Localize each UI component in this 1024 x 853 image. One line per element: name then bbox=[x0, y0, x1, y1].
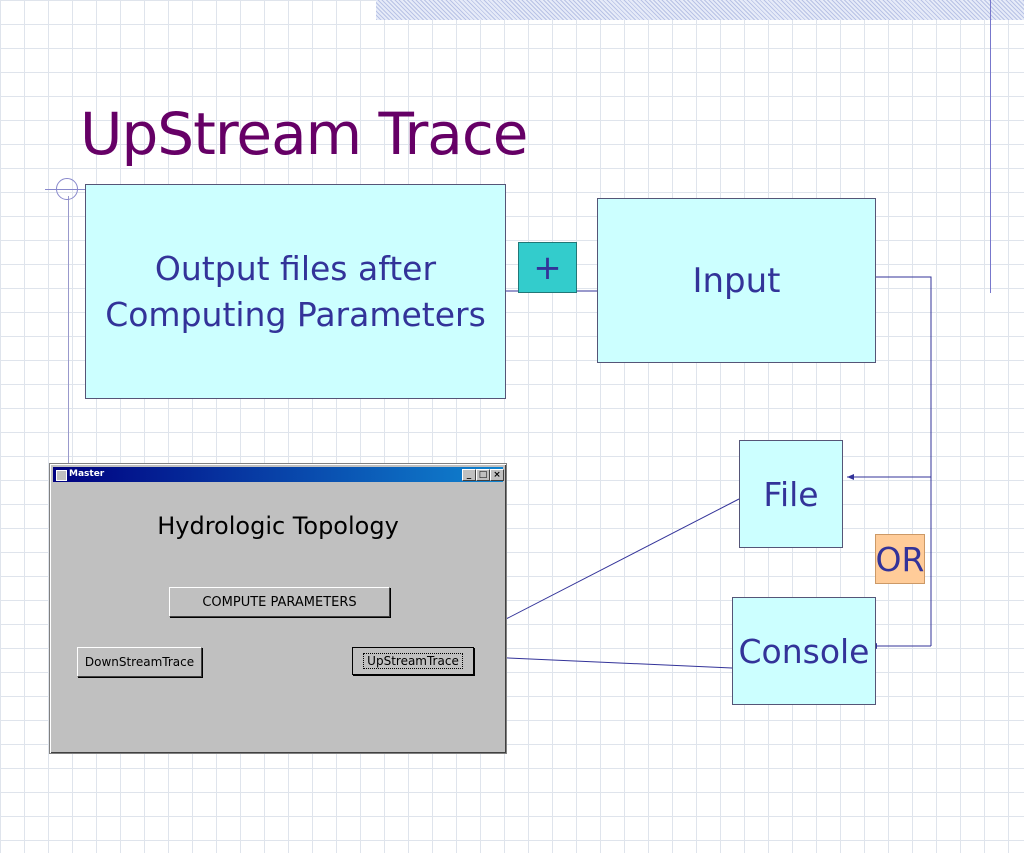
plus-box: + bbox=[518, 242, 577, 293]
output-box-line-2: Computing Parameters bbox=[105, 294, 486, 334]
input-label: Input bbox=[692, 260, 781, 301]
slide-title: UpStream Trace bbox=[80, 100, 528, 168]
window-title: Master bbox=[69, 469, 105, 479]
console-box: Console bbox=[732, 597, 876, 705]
maximize-button[interactable]: □ bbox=[476, 469, 490, 481]
decorative-vertical-line-left bbox=[68, 196, 69, 466]
master-window: Master _ □ × Hydrologic Topology COMPUTE… bbox=[49, 463, 507, 754]
decorative-vertical-line bbox=[990, 0, 991, 293]
minimize-button[interactable]: _ bbox=[462, 469, 476, 481]
or-box: OR bbox=[875, 534, 925, 584]
upstream-trace-label: UpStreamTrace bbox=[363, 653, 463, 669]
console-label: Console bbox=[738, 631, 870, 671]
file-label: File bbox=[763, 474, 819, 514]
input-box: Input bbox=[597, 198, 876, 363]
output-files-box: Output files after Computing Parameters bbox=[85, 184, 506, 399]
upstream-trace-button[interactable]: UpStreamTrace bbox=[352, 647, 474, 675]
decorative-circle bbox=[56, 178, 78, 200]
window-app-icon bbox=[56, 470, 67, 481]
downstream-trace-button[interactable]: DownStreamTrace bbox=[77, 647, 202, 677]
connector-input-to-branch bbox=[874, 276, 932, 646]
file-box: File bbox=[739, 440, 843, 548]
output-box-line-1: Output files after bbox=[154, 248, 437, 288]
decorative-hatch-band bbox=[376, 0, 1024, 20]
close-button[interactable]: × bbox=[490, 469, 504, 481]
app-heading: Hydrologic Topology bbox=[157, 512, 399, 540]
window-titlebar[interactable]: Master _ □ × bbox=[53, 467, 504, 482]
compute-parameters-button[interactable]: COMPUTE PARAMETERS bbox=[169, 587, 390, 617]
